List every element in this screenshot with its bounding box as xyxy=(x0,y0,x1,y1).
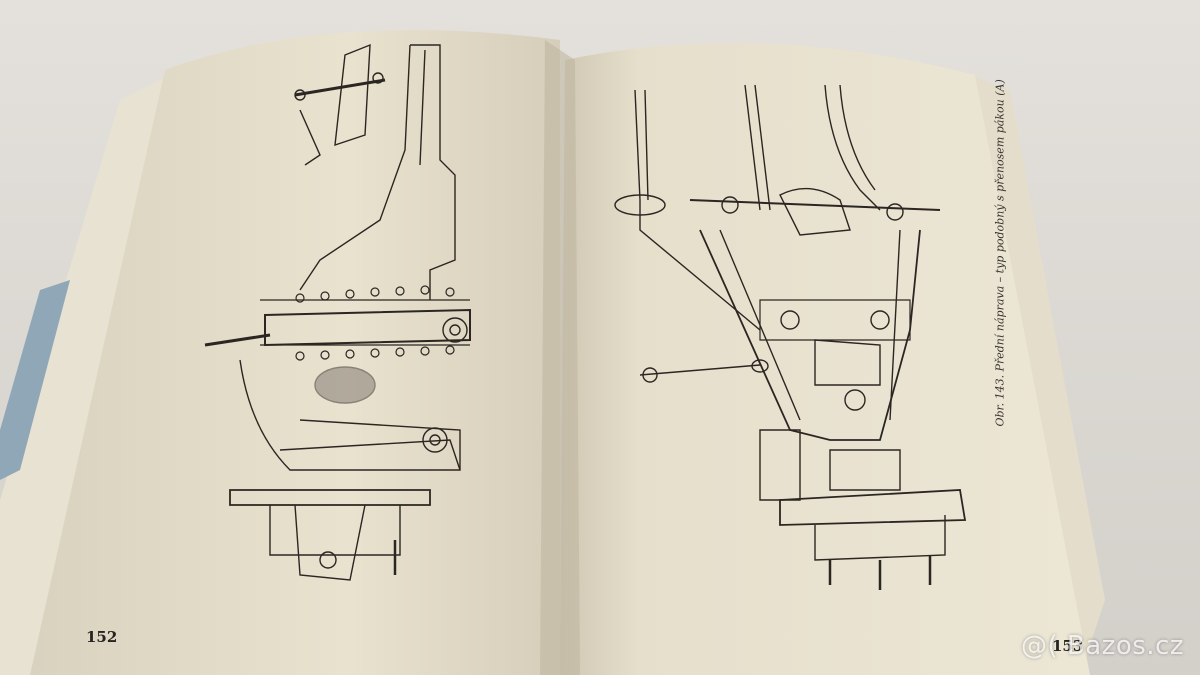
right-page xyxy=(560,43,1090,675)
right-suspension-drawing xyxy=(614,84,967,590)
cover-edge xyxy=(0,280,70,480)
gutter-shadow xyxy=(540,40,580,675)
page-edges-left xyxy=(0,75,170,675)
right-page-number: 153 xyxy=(1052,637,1084,655)
left-suspension-drawing xyxy=(204,43,471,581)
left-page xyxy=(30,30,560,675)
left-page-number: 152 xyxy=(86,628,118,646)
watermark: @( Bazos.cz xyxy=(1021,631,1184,661)
figure-caption: Obr. 143. Přední náprava – typ podobný s… xyxy=(993,79,1007,427)
